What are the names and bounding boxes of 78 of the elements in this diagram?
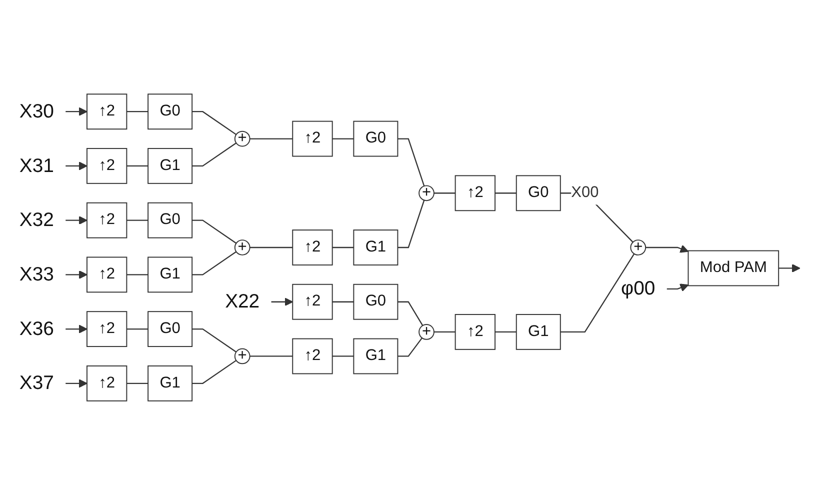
node-text: X33 <box>19 264 54 286</box>
connector <box>398 200 425 248</box>
node-box: ↑2 <box>292 284 333 320</box>
arrow <box>66 216 88 225</box>
node-box: G0 <box>148 311 193 347</box>
arrow <box>66 270 88 279</box>
arrow <box>66 162 88 170</box>
node-box: ↑2 <box>292 230 333 266</box>
node-circle: + <box>418 324 434 340</box>
node-text: X31 <box>19 155 54 177</box>
node-box: ↑2 <box>86 256 128 293</box>
arrow <box>646 244 689 253</box>
connector <box>192 111 237 136</box>
node-box: G1 <box>353 230 398 266</box>
node-box: G1 <box>353 338 398 374</box>
node-text: X30 <box>19 100 54 122</box>
node-circle: + <box>418 185 434 202</box>
node-text: X32 <box>19 210 54 231</box>
node-box: ↑2 <box>86 365 128 402</box>
arrow <box>66 324 88 334</box>
connector <box>192 142 237 167</box>
node-text: X22 <box>225 291 260 313</box>
node-text: X36 <box>19 318 54 340</box>
connector <box>434 331 456 333</box>
node-box: ↑2 <box>86 202 128 238</box>
node-box: ↑2 <box>86 94 128 130</box>
node-box: G1 <box>148 365 193 402</box>
node-circle: + <box>234 240 250 256</box>
connector <box>332 301 354 302</box>
arrow <box>666 284 689 292</box>
node-box: G0 <box>516 175 561 212</box>
node-box: ↑2 <box>86 148 128 184</box>
node-box: G0 <box>148 202 193 238</box>
node-circle: + <box>234 130 250 147</box>
node-box: ↑2 <box>292 120 333 157</box>
node-text: φ00 <box>621 278 656 300</box>
connector <box>250 356 293 357</box>
arrow <box>778 264 800 272</box>
node-text: X37 <box>19 372 54 394</box>
node-box: G1 <box>148 148 193 184</box>
connector <box>434 192 456 194</box>
connector <box>398 138 425 186</box>
connector <box>126 220 148 221</box>
node-circle: + <box>630 240 646 256</box>
arrow <box>66 379 88 388</box>
node-box: Mod PAM <box>688 250 780 286</box>
connector <box>192 328 237 352</box>
connector <box>126 165 148 167</box>
connector <box>332 138 354 140</box>
connector <box>398 301 424 326</box>
connector <box>398 338 423 357</box>
connector <box>560 253 635 333</box>
node-box: ↑2 <box>86 311 128 347</box>
node-box: ↑2 <box>454 175 496 212</box>
node-box: G1 <box>148 256 193 293</box>
connector <box>332 356 354 357</box>
connector <box>192 251 237 276</box>
node-box: ↑2 <box>454 314 496 350</box>
connector <box>495 192 516 194</box>
connector <box>250 246 293 248</box>
node-box: ↑2 <box>292 338 333 374</box>
arrow <box>66 107 88 116</box>
node-box: G0 <box>148 94 193 130</box>
connector <box>126 274 148 276</box>
connector <box>192 360 237 384</box>
connector <box>126 382 148 384</box>
connector <box>332 246 354 248</box>
connector <box>126 328 148 330</box>
connector <box>495 331 516 333</box>
edge-label: X00 <box>571 184 599 201</box>
connector <box>192 220 237 244</box>
connector <box>250 138 293 140</box>
connector <box>126 111 148 112</box>
node-box: G0 <box>353 120 398 157</box>
node-box: G0 <box>353 284 398 320</box>
node-circle: + <box>234 348 250 364</box>
node-box: G1 <box>516 314 561 350</box>
arrow <box>271 298 293 306</box>
